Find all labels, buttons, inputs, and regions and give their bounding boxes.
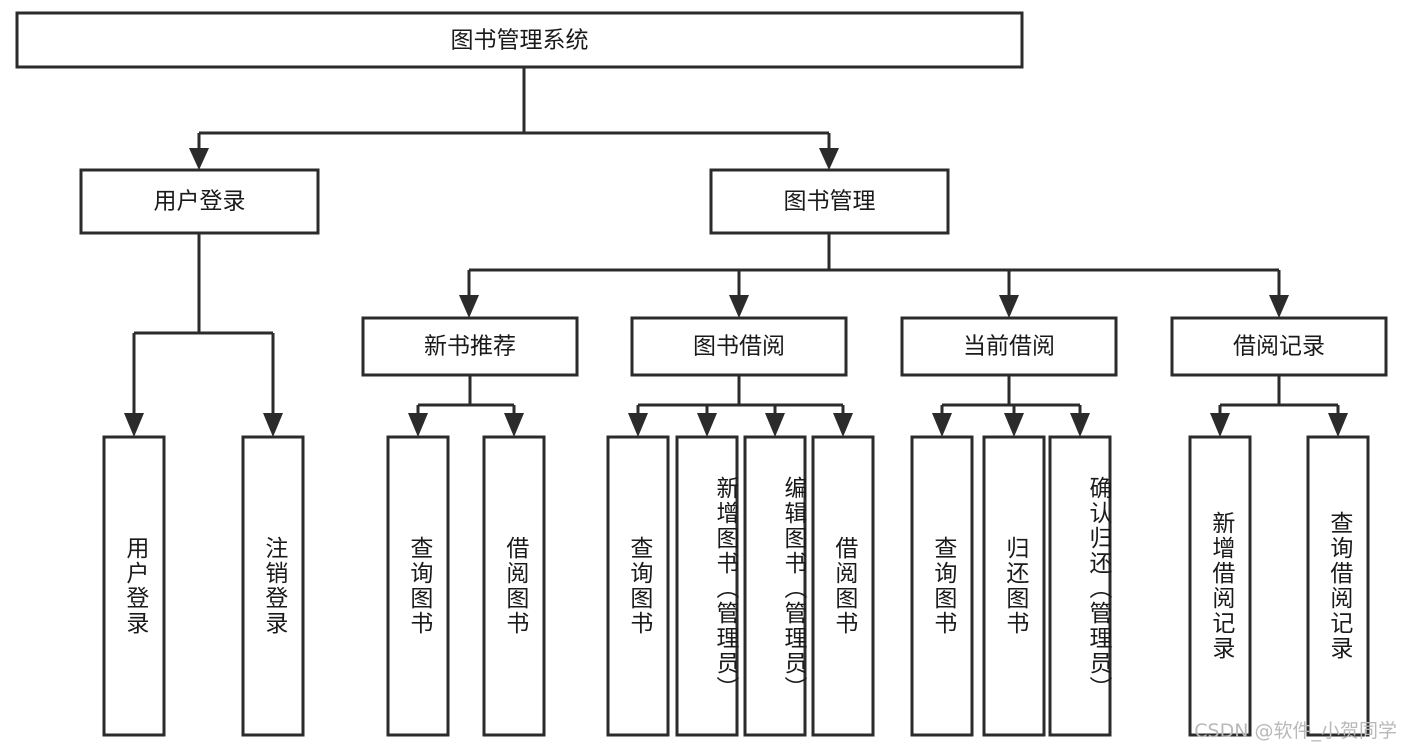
node-borrow-record-box[interactable]	[1170, 316, 1388, 377]
arrowhead-leaf-10	[1004, 413, 1024, 437]
csdn-watermark: CSDN @软件_小贺同学	[1194, 720, 1397, 742]
leaf-box-borrow-book-rec[interactable]	[482, 435, 546, 737]
node-book-borrow-label: 图书借阅	[693, 334, 785, 360]
leaf-box-query-borrow-record[interactable]	[1306, 435, 1370, 737]
arrowhead-leaf-6	[697, 413, 717, 437]
leaf-box-borrow-book[interactable]	[811, 435, 875, 737]
node-book-borrow-box[interactable]	[630, 316, 848, 377]
node-user-login[interactable]: 用户登录	[79, 168, 320, 235]
leaf-box-query-book-borrow[interactable]	[606, 435, 670, 737]
arrowhead-leaf-11	[1070, 413, 1090, 437]
leaf-box-add-borrow-record[interactable]	[1188, 435, 1252, 737]
arrowhead-to-book	[819, 148, 839, 170]
node-current-borrow-box[interactable]	[900, 316, 1118, 377]
leaf-box-user-login[interactable]	[102, 435, 166, 737]
arrowhead-leaf-12	[1210, 413, 1230, 437]
leaf-box-confirm-return-admin[interactable]	[1048, 435, 1112, 737]
arrowhead-l2-2	[729, 295, 749, 318]
node-root-label: 图书管理系统	[451, 28, 589, 54]
node-new-book-recommend-label: 新书推荐	[424, 334, 516, 360]
node-new-book-recommend-box[interactable]	[361, 316, 579, 377]
leaf-box-logout-login[interactable]	[241, 435, 305, 737]
node-borrow-record[interactable]: 借阅记录	[1170, 316, 1388, 377]
arrowhead-leaf-3	[408, 413, 428, 437]
node-book-management-label: 图书管理	[784, 189, 876, 215]
arrowhead-l2-3	[999, 295, 1019, 318]
node-borrow-record-label: 借阅记录	[1233, 334, 1325, 360]
leaf-box-query-book-current[interactable]	[910, 435, 974, 737]
node-user-login-label: 用户登录	[154, 189, 246, 215]
node-book-management-box[interactable]	[709, 168, 950, 235]
arrowhead-leaf-1	[124, 413, 144, 437]
arrowhead-l2-1	[459, 295, 479, 318]
node-new-book-recommend[interactable]: 新书推荐	[361, 316, 579, 377]
arrowhead-leaf-13	[1328, 413, 1348, 437]
arrowhead-leaf-8	[833, 413, 853, 437]
arrowhead-leaf-7	[765, 413, 785, 437]
arrowhead-leaf-4	[504, 413, 524, 437]
leaf-box-add-book-admin[interactable]	[675, 435, 739, 737]
node-book-management[interactable]: 图书管理	[709, 168, 950, 235]
arrowhead-leaf-5	[628, 413, 648, 437]
node-root[interactable]: 图书管理系统	[15, 11, 1024, 69]
arrowhead-l2-4	[1269, 295, 1289, 318]
node-current-borrow-label: 当前借阅	[963, 334, 1055, 360]
leaf-boxes	[102, 435, 1370, 737]
arrowhead-leaf-2	[263, 413, 283, 437]
leaf-box-query-book-rec[interactable]	[386, 435, 450, 737]
arrowhead-leaf-9	[932, 413, 952, 437]
leaf-box-return-book[interactable]	[982, 435, 1046, 737]
arrowhead-to-login	[189, 148, 209, 170]
node-book-borrow[interactable]: 图书借阅	[630, 316, 848, 377]
leaf-box-edit-book-admin[interactable]	[743, 435, 807, 737]
node-current-borrow[interactable]: 当前借阅	[900, 316, 1118, 377]
node-root-box[interactable]	[15, 11, 1024, 69]
